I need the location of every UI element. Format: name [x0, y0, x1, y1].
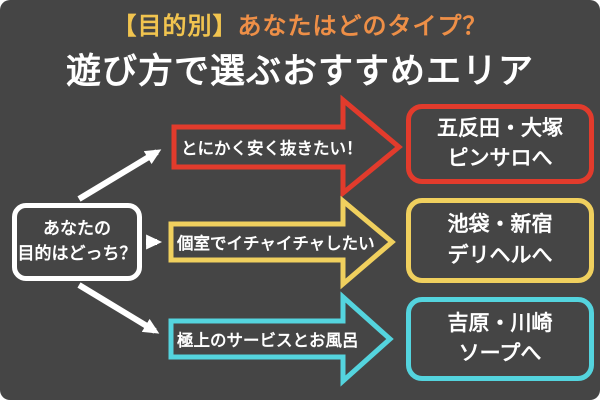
branch-label-service: 極上のサービスとお風呂	[177, 332, 359, 350]
branch-arrow-shape-service	[168, 291, 394, 387]
dest-area-line1: 五反田・大塚	[437, 116, 563, 140]
dest-area-line1: 池袋・新宿	[447, 213, 553, 237]
dest-area-line2: ソープへ	[458, 342, 542, 365]
connector-arrow-bottom	[77, 282, 160, 334]
source-question-box: あなたの 目的はどっち？	[12, 203, 142, 281]
branch-arrow-shape-private	[168, 195, 396, 290]
branch-label-cheap: とにかく安く抜きたい！	[181, 140, 363, 158]
kicker-bracket-text: 【目的別】	[112, 13, 238, 40]
page-title: 遊び方で選ぶおすすめエリア	[65, 52, 534, 91]
dest-box-deriheru: 池袋・新宿 デリヘルへ	[406, 198, 594, 283]
branch-arrow-shape-cheap	[171, 94, 403, 199]
kicker-line: 【目的別】あなたはどのタイプ？	[0, 8, 600, 46]
dest-area-line1: 吉原・川崎	[447, 311, 553, 335]
dest-area-line2: ピンサロへ	[447, 147, 553, 170]
dest-box-soap: 吉原・川崎 ソープへ	[406, 297, 594, 381]
source-question-line2: 目的はどっち？	[17, 244, 137, 263]
dest-box-pinsaro: 五反田・大塚 ピンサロへ	[406, 104, 594, 184]
branch-label-private: 個室でイチャイチャしたい	[177, 235, 375, 253]
dest-area-line2: デリヘルへ	[447, 243, 553, 267]
source-question-line1: あなたの	[43, 219, 111, 239]
kicker-rest-text: あなたはどのタイプ？	[237, 13, 488, 40]
connector-arrow-top	[77, 149, 162, 202]
